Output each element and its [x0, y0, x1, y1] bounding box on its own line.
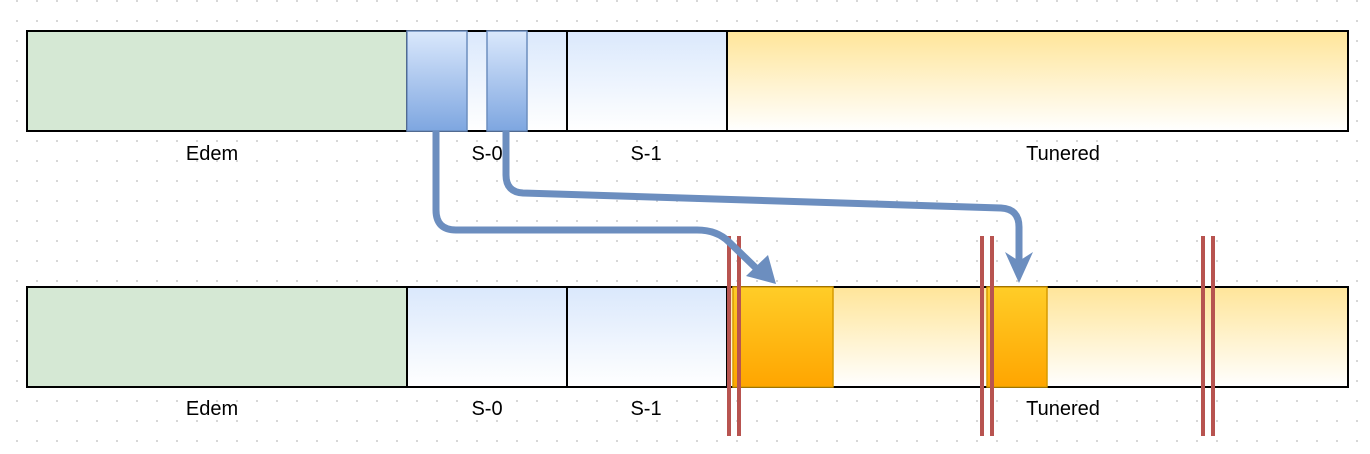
bottom-s0-region [406, 286, 568, 388]
fragmentation-marker-3 [1201, 236, 1215, 436]
s0-object-block-1 [406, 30, 468, 132]
top-s1-region [566, 30, 728, 132]
arrowhead-icon [1005, 252, 1033, 283]
fragmentation-marker-1 [727, 236, 741, 436]
bottom-tenured-label: Tunered [1026, 398, 1100, 420]
fragmentation-marker-2 [980, 236, 994, 436]
top-eden-label: Edem [186, 143, 238, 165]
arrowhead-icon [746, 255, 776, 284]
bottom-eden-region [26, 286, 408, 388]
bottom-s1-region [566, 286, 728, 388]
top-tenured-region [726, 30, 1349, 132]
top-tenured-label: Tunered [1026, 143, 1100, 165]
top-s1-label: S-1 [630, 143, 661, 165]
promotion-arrow-1 [432, 131, 776, 284]
top-eden-region [26, 30, 408, 132]
bottom-eden-label: Edem [186, 398, 238, 420]
top-heap-row: Edem S-0 S-1 Tunered [26, 30, 1349, 165]
bottom-s0-label: S-0 [471, 398, 502, 420]
promoted-object-block-2 [986, 286, 1048, 388]
promotion-arrow-2 [502, 131, 1033, 283]
s0-object-block-2 [486, 30, 528, 132]
promoted-object-block-1 [732, 286, 834, 388]
top-s0-label: S-0 [471, 143, 502, 165]
bottom-heap-row: Edem S-0 S-1 Tunered [26, 286, 1349, 420]
bottom-s1-label: S-1 [630, 398, 661, 420]
